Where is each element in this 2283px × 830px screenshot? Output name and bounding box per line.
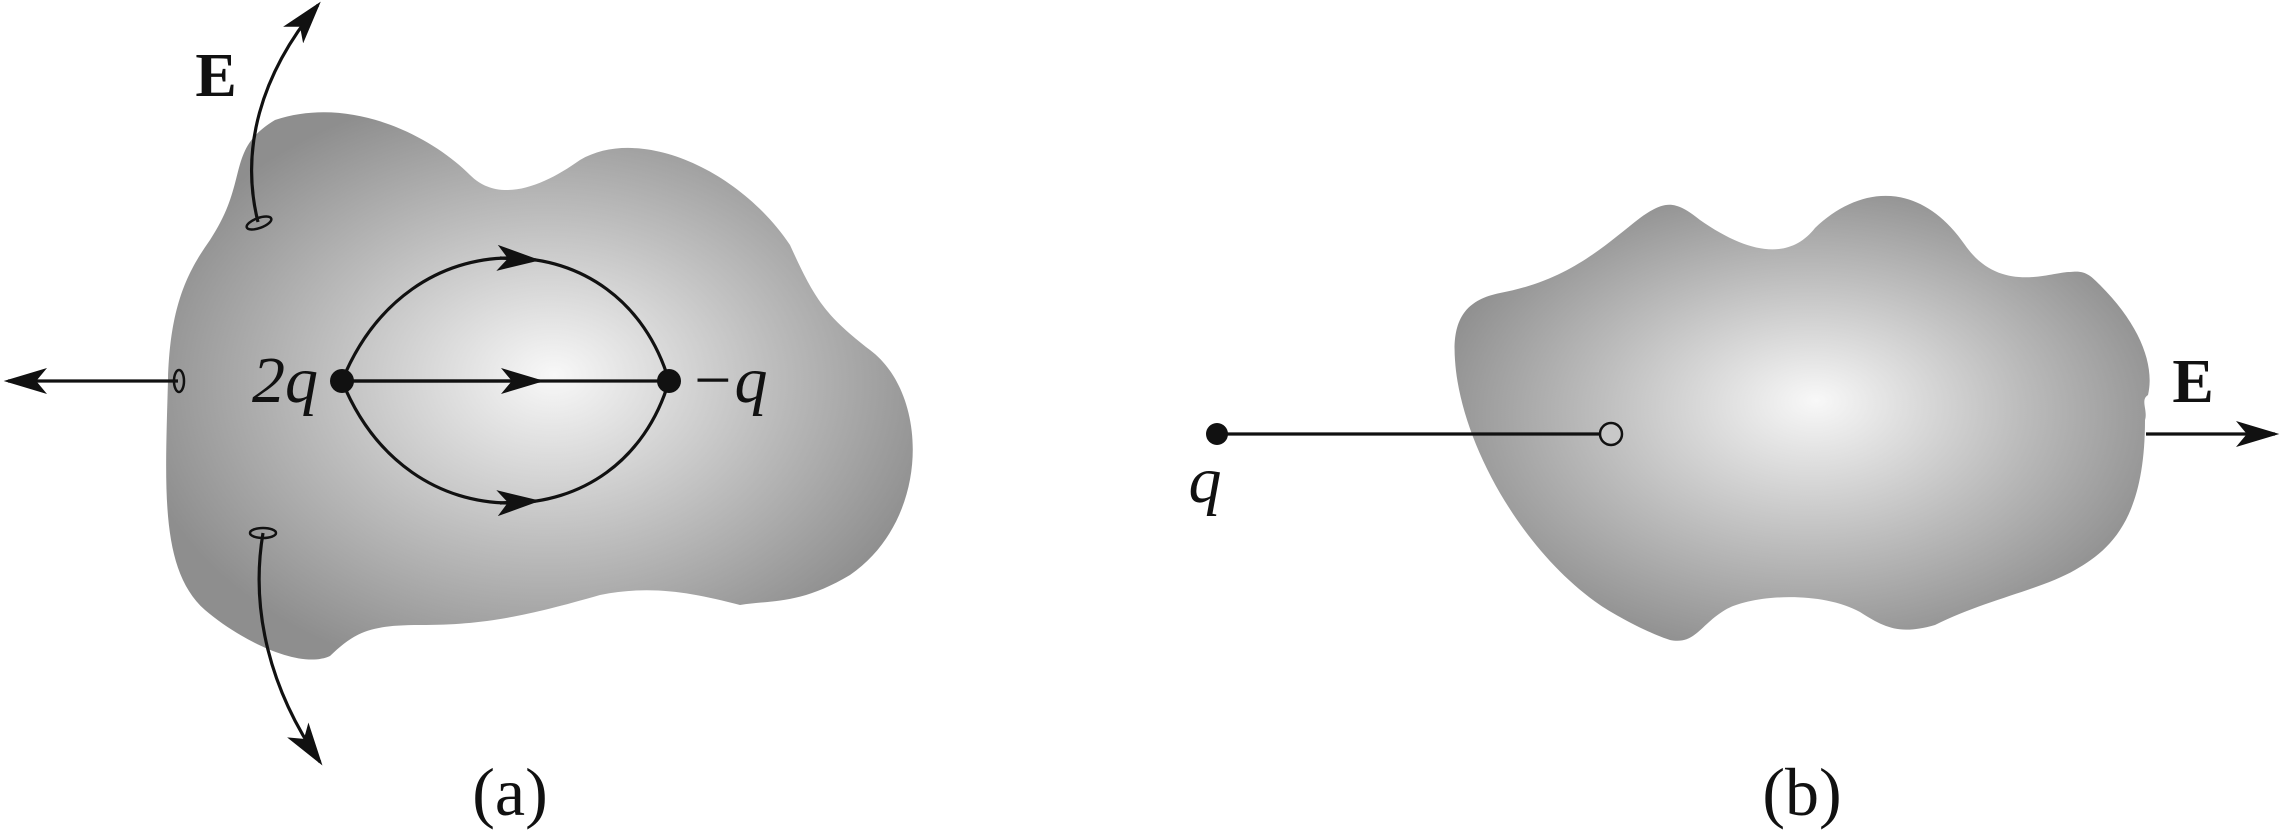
label-2q: 2q [252,344,318,417]
field-arrow-upper [496,244,541,271]
induced-charge [1598,421,1624,447]
charge-q [1206,423,1228,445]
charge-2q [330,369,354,393]
surface-charge-top [245,215,273,231]
label-minus-q: −q [690,344,768,417]
surface-field-bottom [257,532,323,766]
field-label-b: E [2172,348,2213,416]
caption-b: (b) [1762,754,1841,830]
surface-field-top [250,1,321,223]
surface-charge-left [172,368,186,394]
field-label-a: E [195,42,236,110]
label-q: q [1189,444,1222,517]
conductor-blob-b [1454,195,2150,641]
charge-minus-q [657,369,681,393]
panel-a: 2q −q E (a) [3,1,913,830]
panel-b: q E (b) [1189,195,2280,830]
surface-charge-bottom [248,526,278,540]
field-arrow-lower [496,490,541,517]
caption-a: (a) [472,754,547,830]
